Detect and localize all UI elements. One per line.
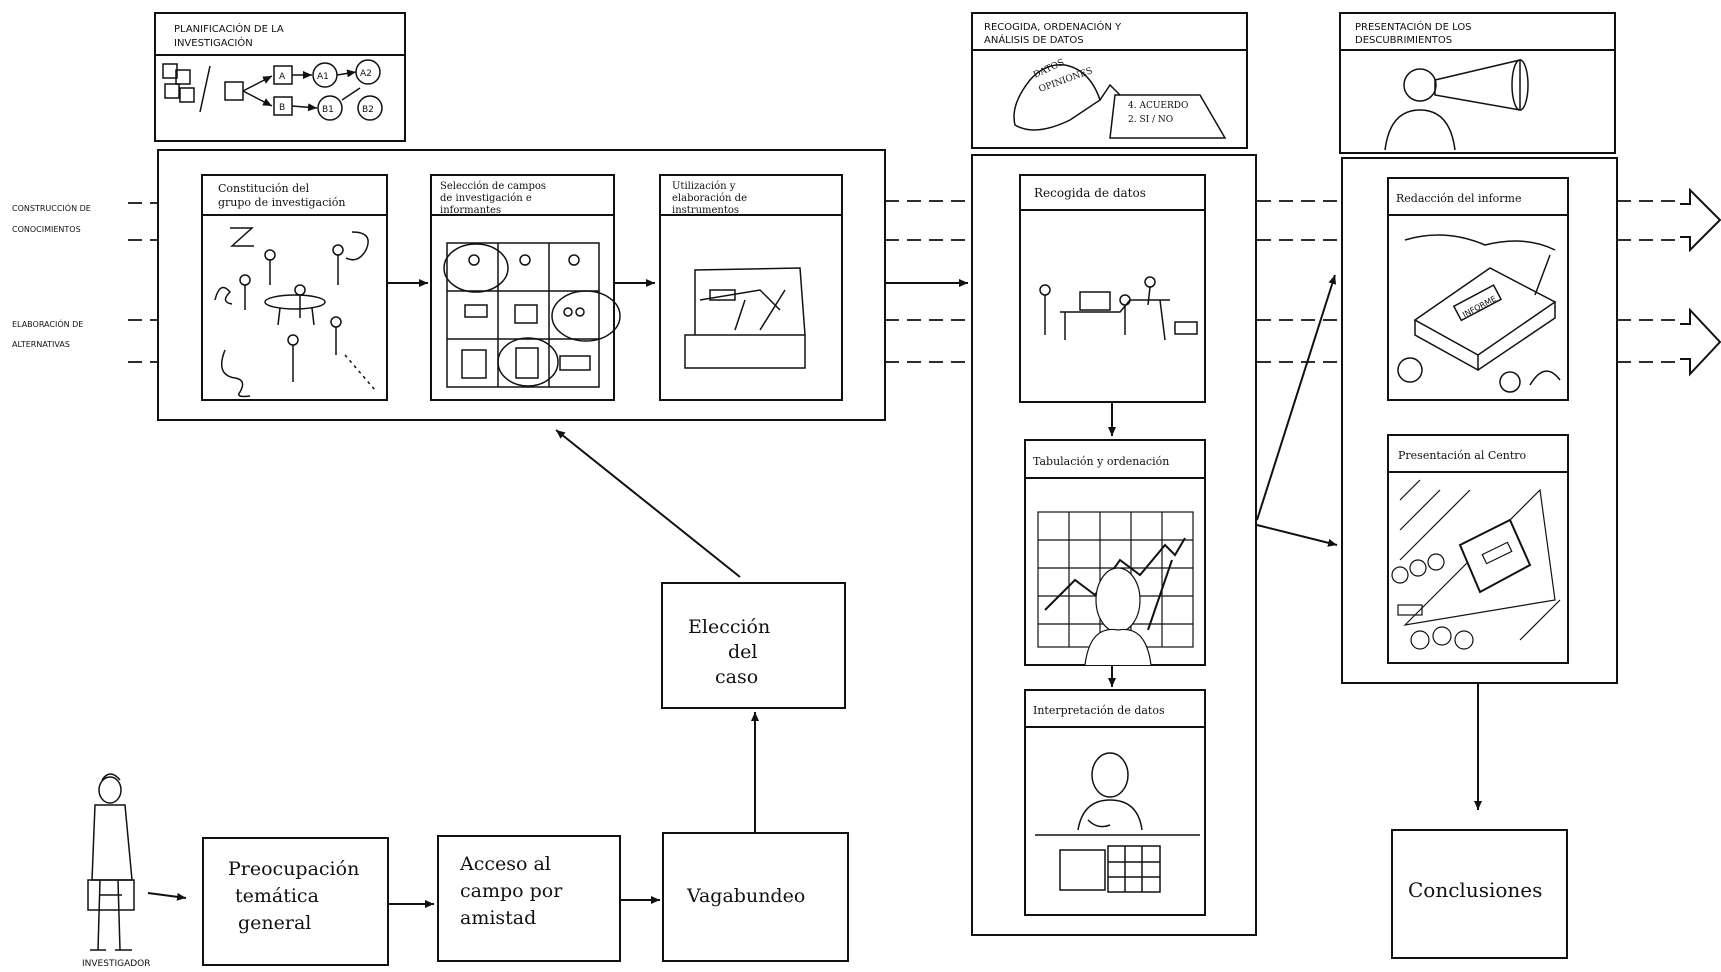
step-title: Interpretación de datos — [1033, 704, 1165, 717]
investigador-label: INVESTIGADOR — [82, 959, 151, 969]
toolbox-icon — [684, 267, 806, 369]
step-title-line-1: Selección de campos — [440, 181, 546, 192]
side-labels: CONSTRUCCIÓN DE CONOCIMIENTOS ELABORACIÓ… — [12, 202, 91, 349]
arrow-to-presentacion-centro — [1256, 524, 1338, 547]
flow-text-line-2: campo por — [460, 880, 563, 902]
icon-letter-a2: A2 — [360, 69, 372, 79]
flow-text-line-1: Acceso al — [459, 853, 551, 875]
phase-title-line-2: ANÁLISIS DE DATOS — [984, 33, 1084, 46]
step-utilizacion: Utilización y elaboración de instrumento… — [659, 174, 843, 401]
sign-text-acuerdo: 4. ACUERDO — [1128, 101, 1188, 111]
phase-title-line-2: DESCUBRIMIENTOS — [1355, 35, 1452, 46]
step-redaccion: Redacción del informe INFORME — [1387, 177, 1569, 401]
hollow-arrow-bottom-icon — [1680, 307, 1721, 377]
flow-box-eleccion: Elección del caso — [661, 582, 846, 709]
phase-title-line-2: INVESTIGACIÓN — [174, 36, 253, 49]
step-title: Redacción del informe — [1396, 192, 1522, 205]
step-recogida-datos: Recogida de datos — [1019, 174, 1206, 403]
growth-chart-board-icon — [1037, 511, 1194, 666]
step-presentacion-centro: Presentación al Centro — [1387, 434, 1569, 664]
phase-title-box — [971, 12, 1248, 149]
phase-title-box — [1339, 12, 1616, 154]
phase-main-box — [971, 154, 1257, 936]
phase-title-line-1: RECOGIDA, ORDENACIÓN Y — [984, 20, 1122, 33]
sign-text-sino: 2. SI / NO — [1128, 115, 1173, 125]
icon-letter-b1: B1 — [322, 105, 334, 115]
step-constitucion: Constitución del grupo de investigación — [201, 174, 388, 401]
flow-text-line-3: general — [238, 912, 311, 934]
megaphone-speaker-icon — [1384, 59, 1529, 151]
flow-text-line-2: del — [728, 641, 757, 663]
label-elaboracion-2: ALTERNATIVAS — [12, 340, 70, 349]
flow-text-line-1: Preocupación — [228, 858, 359, 880]
icon-letter-a1: A1 — [317, 72, 329, 82]
step-tabulacion: Tabulación y ordenación — [1024, 439, 1206, 666]
label-elaboracion-1: ELABORACIÓN DE — [12, 318, 83, 329]
label-construccion-1: CONSTRUCCIÓN DE — [12, 202, 91, 213]
step-title: Recogida de datos — [1034, 186, 1146, 200]
flow-box-acceso: Acceso al campo por amistad — [437, 835, 621, 962]
phase-title-box — [154, 12, 406, 142]
hollow-arrow-top-icon — [1680, 187, 1721, 253]
step-seleccion: Selección de campos de investigación e i… — [430, 174, 621, 401]
phase-title-line-1: PLANIFICACIÓN DE LA — [174, 22, 284, 35]
phase-presentacion: PRESENTACIÓN DE LOS DESCUBRIMIENTOS Reda… — [1339, 12, 1618, 810]
step-title-line-1: Utilización y — [672, 181, 736, 192]
phase-title-line-1: PRESENTACIÓN DE LOS — [1355, 20, 1472, 33]
step-title-line-3: instrumentos — [672, 205, 739, 216]
flow-text-line-1: Conclusiones — [1408, 878, 1542, 902]
investigator-figure-icon — [87, 773, 135, 951]
step-interpretacion: Interpretación de datos — [1024, 689, 1206, 916]
flow-box-conclusiones: Conclusiones — [1391, 829, 1568, 959]
flow-box-preocupacion: Preocupación temática general — [202, 837, 389, 966]
phase-main-box — [1341, 157, 1618, 684]
icon-letter-b: B — [279, 103, 285, 113]
analyst-at-desk-icon — [1035, 752, 1200, 893]
data-collection-scene-icon — [1039, 276, 1198, 341]
step-title: Presentación al Centro — [1398, 449, 1527, 462]
dashed-flow-lines — [128, 200, 1680, 363]
flow-text-line-1: Elección — [688, 616, 770, 638]
informants-grid-icon — [443, 242, 621, 388]
presentation-audience-icon — [1391, 479, 1561, 650]
icon-letter-a: A — [279, 72, 286, 82]
icon-letter-b2: B2 — [362, 105, 374, 115]
flow-text-line-2: temática — [235, 885, 319, 907]
arrow-to-redaccion — [1256, 274, 1337, 521]
arrow-eleccion-planificacion — [555, 429, 741, 578]
step-title-line-2: grupo de investigación — [218, 196, 346, 209]
arrow-investigador-preocupacion — [147, 892, 187, 901]
step-title: Tabulación y ordenación — [1033, 455, 1169, 468]
phase-main-box — [157, 149, 886, 421]
step-title-line-1: Constitución del — [218, 182, 310, 195]
step-title-line-3: informantes — [440, 205, 501, 216]
flow-text-line-1: Vagabundeo — [686, 885, 805, 907]
step-title-line-2: de investigación e — [440, 193, 532, 204]
variables-tree-icon: A B A1 A2 B1 B2 — [162, 59, 383, 121]
step-title-line-2: elaboración de — [672, 193, 747, 204]
flow-text-line-3: caso — [715, 666, 758, 688]
data-bag-icon: DATOS OPINIONES 4. ACUERDO 2. SI / NO — [1013, 58, 1227, 139]
flow-box-vagabundeo: Vagabundeo — [662, 832, 849, 962]
label-construccion-2: CONOCIMIENTOS — [12, 225, 81, 234]
phase-recogida: RECOGIDA, ORDENACIÓN Y ANÁLISIS DE DATOS… — [971, 12, 1338, 936]
flow-text-line-3: amistad — [460, 907, 536, 929]
report-writing-icon: INFORME — [1397, 234, 1561, 393]
phase-planificacion: PLANIFICACIÓN DE LA INVESTIGACIÓN — [154, 12, 968, 421]
research-group-illustration-icon — [214, 227, 376, 398]
